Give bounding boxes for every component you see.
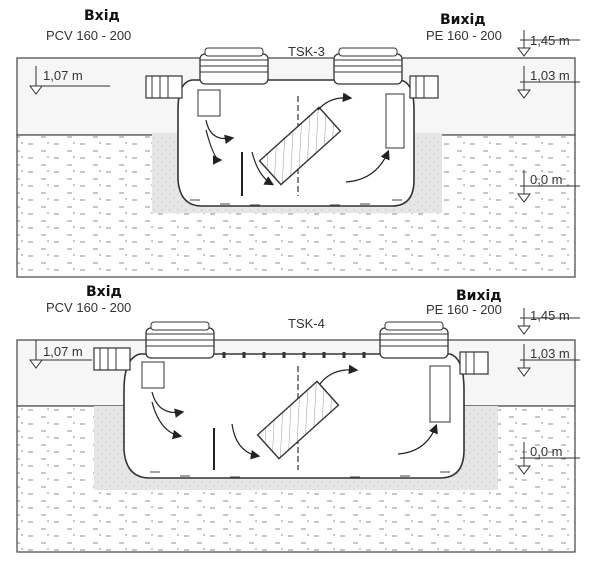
level-marker-bottom — [517, 442, 580, 475]
manhole-left — [199, 47, 269, 85]
inlet-title: Вхід — [86, 284, 122, 300]
level-marker-top — [517, 308, 580, 335]
flow-arrow-2 — [151, 401, 183, 440]
level-marker-bottom — [517, 170, 580, 203]
inlet-title: Вхід — [84, 8, 120, 24]
model-label: TSK-3 — [288, 44, 325, 59]
filter-module — [256, 380, 340, 460]
flow-arrow-1 — [151, 391, 185, 418]
level-outlet-label: 1,03 m — [530, 68, 570, 83]
manhole-right — [333, 47, 403, 85]
level-marker-outlet — [517, 66, 580, 99]
inlet-pipe-label: PCV 160 - 200 — [46, 300, 131, 315]
inlet-pipe-label: PCV 160 - 200 — [46, 28, 131, 43]
level-inlet-label: 1,07 m — [43, 344, 83, 359]
panel-tsk-4: Вхід PCV 160 - 200 Вихід PE 160 - 200 TS… — [16, 284, 580, 553]
outlet-pipe-label: PE 160 - 200 — [426, 28, 502, 43]
tank-top-ribs — [222, 352, 366, 358]
level-marker-inlet — [29, 66, 110, 95]
model-label: TSK-4 — [288, 316, 325, 331]
level-marker-outlet — [517, 344, 580, 377]
outlet-title: Вихід — [456, 288, 502, 304]
filter-module — [258, 106, 342, 186]
level-inlet-label: 1,07 m — [43, 68, 83, 83]
tank-ribs — [150, 471, 450, 478]
outlet-tee — [385, 93, 405, 149]
level-bottom-label: 0,0 m — [530, 172, 563, 187]
flow-arrow-5 — [397, 423, 438, 455]
inlet-pipe — [145, 75, 183, 99]
manhole-left — [145, 321, 215, 359]
outlet-tee — [429, 365, 451, 423]
outlet-pipe-label: PE 160 - 200 — [426, 302, 502, 317]
level-outlet-label: 1,03 m — [530, 346, 570, 361]
level-top-label: 1,45 m — [530, 33, 570, 48]
level-top-label: 1,45 m — [530, 308, 570, 323]
inlet-tee — [197, 89, 221, 117]
tank-ribs — [190, 199, 402, 206]
level-bottom-label: 0,0 m — [530, 444, 563, 459]
panel-tsk-3: Вхід PCV 160 - 200 Вихід PE 160 - 200 TS… — [16, 8, 580, 278]
flow-arrow-3 — [231, 423, 261, 460]
inlet-tee — [141, 361, 165, 389]
outlet-title: Вихід — [440, 12, 486, 28]
outlet-pipe — [409, 75, 439, 99]
manhole-right — [379, 321, 449, 359]
flow-arrow-1 — [205, 119, 235, 145]
level-marker-inlet — [29, 340, 92, 369]
level-marker-top — [517, 30, 580, 57]
flow-arrow-5 — [345, 149, 390, 183]
flow-arrow-2 — [205, 129, 223, 165]
inlet-pipe — [93, 347, 131, 371]
outlet-pipe — [459, 351, 489, 375]
flow-arrow-4 — [319, 364, 359, 385]
flow-arrow-4 — [317, 92, 353, 111]
flow-arrow-3 — [251, 151, 275, 186]
